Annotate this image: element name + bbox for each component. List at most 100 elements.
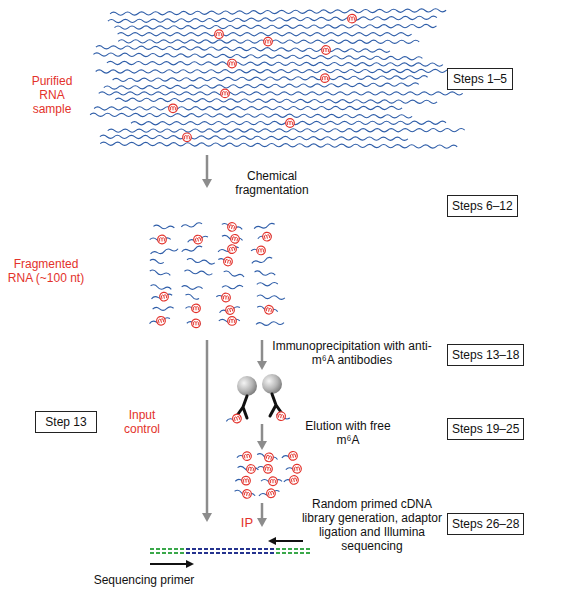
rna-strand: [223, 270, 244, 278]
m6a-glyph: [185, 135, 190, 139]
rna-strand: [93, 53, 422, 60]
step-description: Chemical fragmentation: [222, 169, 322, 197]
rna-fragment: [153, 225, 174, 230]
m6a-glyph: [160, 238, 165, 242]
arrow-head: [268, 537, 276, 545]
step-description: Immunoprecipitation with anti-m⁶A antibo…: [268, 339, 436, 367]
arrow-head: [257, 361, 267, 370]
rna-fragment: [221, 220, 243, 233]
rna-fragment: [251, 257, 272, 265]
rna-strand: [110, 9, 446, 16]
rna-fragment: [256, 450, 278, 463]
step-label: Steps 1–5: [453, 72, 507, 86]
rna-fragment: [187, 258, 215, 264]
m6a-glyph: [230, 319, 235, 323]
m6a-glyph: [158, 318, 164, 323]
flow-arrows: [202, 155, 267, 527]
m6a-glyph: [195, 237, 201, 242]
m6a-glyph: [264, 234, 270, 239]
m6a-glyph: [244, 492, 250, 497]
rna-strand: [99, 92, 463, 95]
arrow-head: [202, 513, 212, 522]
rna-strand: [254, 270, 275, 276]
step-box: Step 13: [35, 411, 97, 433]
rna-fragment: [110, 9, 446, 16]
rna-fragment: [94, 104, 402, 113]
m6a-glyph: [324, 48, 329, 52]
rna-fragment: [187, 319, 201, 328]
rna-fragment: [151, 291, 173, 303]
adaptor-strand: [150, 552, 186, 554]
m6a-marker: [225, 305, 235, 315]
m6a-glyph: [229, 225, 235, 230]
rna-strand: [153, 307, 174, 311]
rna-fragment: [185, 294, 199, 300]
flow-arrow: [261, 340, 264, 362]
rna-fragment: [148, 314, 170, 327]
rna-fragment: [185, 304, 200, 313]
adaptor-strand: [276, 552, 312, 554]
step-label: Step 13: [45, 415, 86, 429]
primer-arrow: [274, 540, 303, 542]
m6a-glyph: [266, 455, 272, 460]
m6a-marker: [215, 30, 224, 39]
rna-fragment: [181, 245, 202, 253]
m6a-marker: [232, 413, 243, 424]
rna-strand: [104, 83, 419, 89]
rna-strand: [115, 98, 437, 103]
rna-strand: [185, 294, 199, 300]
bead: [237, 376, 257, 396]
rna-strand: [150, 247, 178, 255]
rna-strand: [184, 270, 212, 276]
rna-fragment: [118, 30, 412, 39]
m6a-glyph: [171, 106, 176, 110]
rna-fragment: [184, 270, 212, 276]
rna-strand: [181, 245, 202, 253]
rna-fragment: [223, 270, 244, 278]
m6a-marker: [223, 256, 233, 266]
arrow-head: [186, 560, 194, 568]
rna-fragment: [254, 270, 275, 276]
rna-fragment: [256, 303, 278, 316]
m6a-glyph: [290, 454, 295, 459]
m6a-marker: [183, 133, 192, 142]
rna-fragment: [90, 113, 412, 118]
m6a-marker: [348, 14, 357, 23]
rna-strand: [96, 69, 467, 73]
rna-fragment: [257, 295, 285, 300]
rna-fragment: [236, 451, 252, 462]
m6a-marker: [256, 246, 265, 255]
step-description: Elution with free m⁶A: [302, 419, 394, 447]
rna-fragment: [153, 307, 174, 311]
rna-fragment: [237, 463, 259, 474]
rna-fragment: [217, 255, 233, 266]
step-label: Steps 19–25: [452, 422, 519, 436]
rna-fragment: [257, 231, 273, 242]
m6a-glyph: [271, 479, 276, 483]
m6a-glyph: [291, 478, 296, 483]
flow-arrow: [206, 340, 209, 514]
rna-fragment: [225, 413, 242, 425]
step-box: Steps 19–25: [447, 418, 524, 440]
rna-strand: [108, 16, 437, 23]
rna-strand: [96, 46, 390, 53]
rna-fragment: [131, 118, 446, 127]
insert-strand: [186, 548, 276, 550]
m6a-glyph: [227, 308, 233, 313]
rna-fragment: [221, 232, 243, 244]
m6a-glyph: [229, 247, 234, 252]
rna-strand: [254, 223, 275, 231]
rna-fragment: [216, 292, 231, 302]
rna-fragment: [182, 285, 203, 290]
m6a-marker: [227, 244, 237, 254]
rna-fragment: [234, 487, 256, 500]
m6a-glyph: [223, 295, 228, 299]
rna-fragment: [100, 132, 408, 143]
m6a-marker: [169, 104, 178, 113]
rna-strand: [257, 295, 285, 300]
rna-strand: [216, 295, 230, 299]
rna-strand: [94, 106, 402, 110]
m6a-marker: [156, 316, 166, 326]
rna-strand: [113, 76, 428, 82]
step-description: Random primed cDNA library generation, a…: [298, 497, 446, 553]
